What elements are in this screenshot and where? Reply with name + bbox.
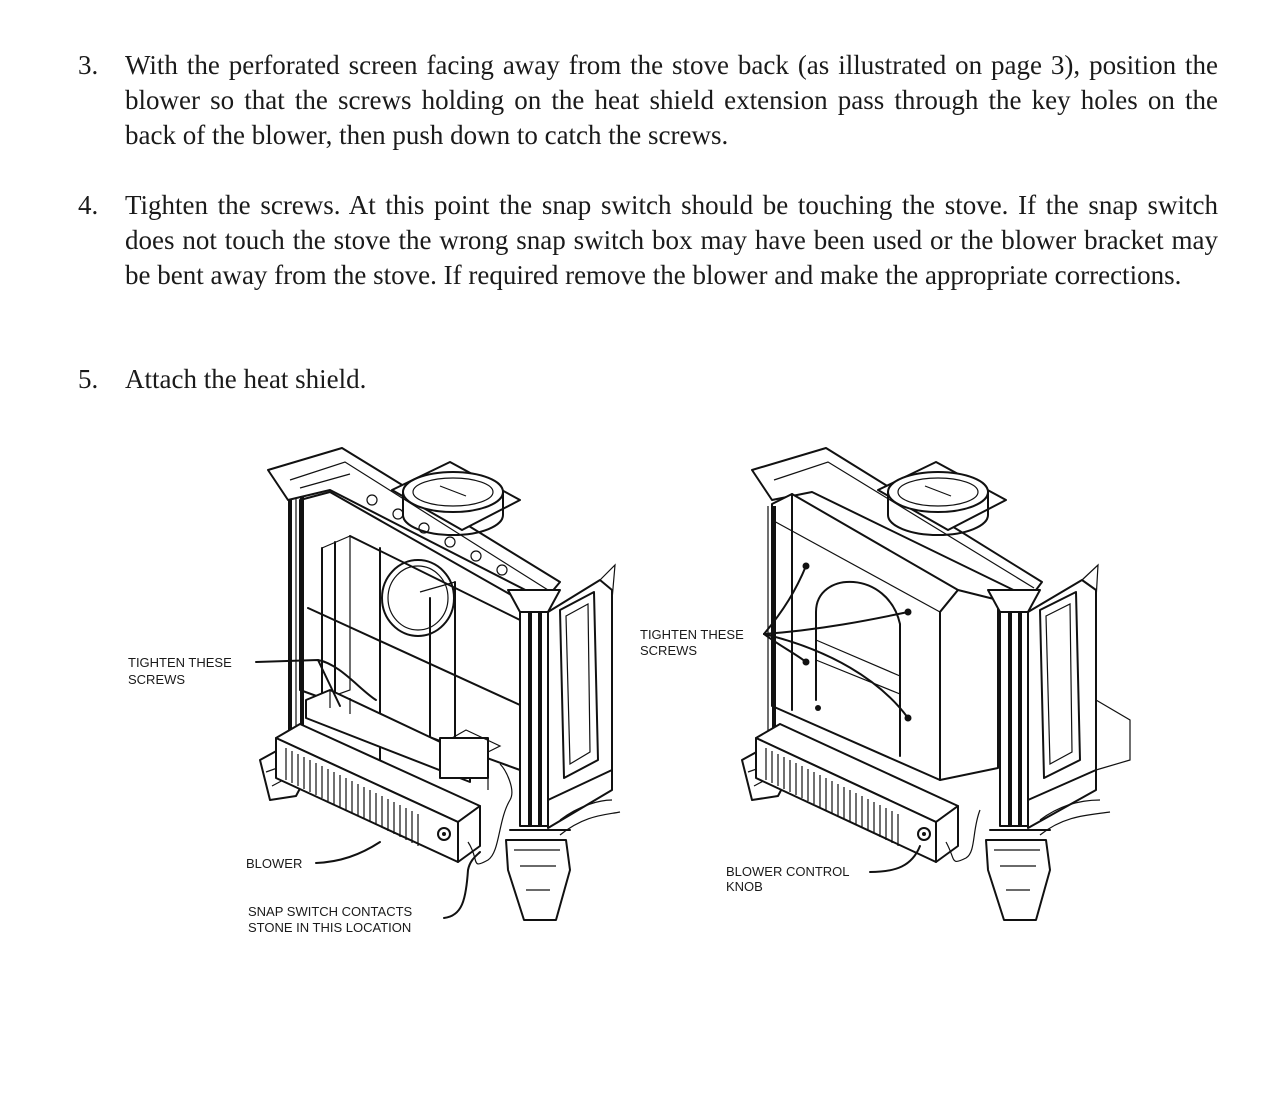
rim-ornament — [366, 494, 508, 576]
step-number: 3. — [78, 50, 99, 80]
step-text: With the perforated screen facing away f… — [125, 50, 1218, 150]
step-number: 5. — [78, 364, 99, 394]
right-corner-post — [505, 589, 571, 921]
screw-icon — [815, 705, 821, 711]
blower-installation-figure: TIGHTEN THESE SCREWS BLOWER SNAP SWITCH … — [128, 447, 621, 935]
callout-tighten-screws: TIGHTEN THESE — [128, 655, 232, 670]
vent-opening — [381, 559, 455, 637]
snap-leader-line — [443, 851, 481, 919]
blower-unit — [755, 723, 981, 863]
heat-shield — [771, 493, 999, 781]
blower-unit — [275, 723, 513, 865]
blower-bracket — [305, 689, 502, 790]
step-text: Tighten the screws. At this point the sn… — [125, 190, 1218, 290]
stove-side-door — [547, 563, 621, 836]
shield-arch-cutout — [815, 581, 901, 757]
callout-blower: BLOWER — [246, 856, 302, 871]
callout-snap-switch: SNAP SWITCH CONTACTS — [248, 904, 413, 919]
knob-leader-line — [869, 845, 921, 873]
callout-snap-switch-2: STONE IN THIS LOCATION — [248, 920, 411, 935]
callout-tighten-screws-2: SCREWS — [128, 672, 185, 687]
step-number: 4. — [78, 190, 99, 220]
snap-switch-box — [439, 737, 489, 779]
instruction-step-4: 4. Tighten the screws. At this point the… — [78, 188, 1218, 293]
screws-leader-line — [763, 565, 807, 635]
stove-side-door — [1027, 563, 1131, 836]
perforated-screen — [765, 748, 899, 846]
callout-tighten-screws-2: SCREWS — [640, 643, 697, 658]
instruction-step-3: 3. With the perforated screen facing awa… — [78, 48, 1218, 153]
blower-leader-line — [315, 841, 381, 864]
instruction-step-5: 5. Attach the heat shield. — [78, 362, 1218, 397]
callout-blower-control-knob: BLOWER CONTROL — [726, 864, 850, 879]
flue-collar — [877, 461, 1007, 536]
heat-shield-attached-figure: TIGHTEN THESE SCREWS BLOWER CONTROL KNOB — [640, 447, 1131, 921]
perforated-screen — [285, 748, 419, 846]
right-corner-post — [985, 589, 1051, 921]
step-text: Attach the heat shield. — [125, 364, 367, 394]
callout-blower-control-knob-2: KNOB — [726, 879, 763, 894]
callout-tighten-screws: TIGHTEN THESE — [640, 627, 744, 642]
flue-collar — [391, 461, 521, 536]
